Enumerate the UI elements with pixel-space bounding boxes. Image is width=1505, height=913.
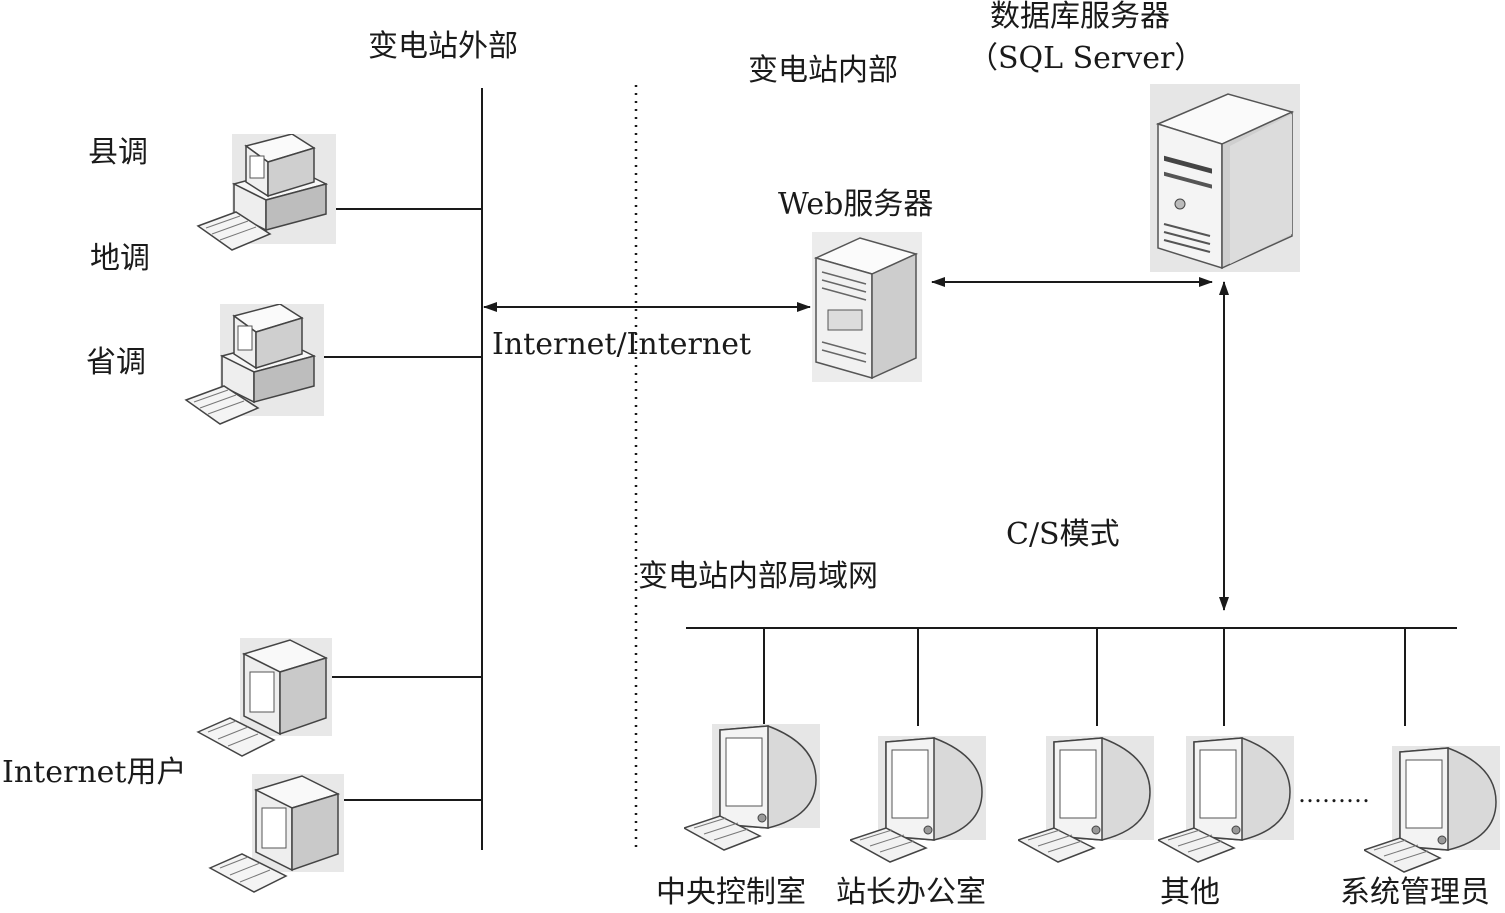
control-room-pc-icon (684, 724, 820, 851)
station-office-pc-icon (850, 736, 986, 863)
internet-user-pc-1-icon (196, 638, 332, 757)
db-server-subtitle: （SQL Server） (968, 41, 1205, 76)
lan-pc-3-icon (1018, 736, 1154, 863)
province-dispatch-label: 省调 (86, 345, 146, 380)
other-label: 其他 (1160, 875, 1220, 910)
internet-link-label: Internet/Internet (492, 327, 752, 362)
db-server-title: 数据库服务器 (990, 0, 1170, 34)
station-office-label: 站长办公室 (836, 875, 986, 910)
web-server-label: Web服务器 (778, 187, 934, 222)
district-dispatch-label: 地调 (90, 241, 150, 276)
other-pc-icon (1158, 736, 1294, 863)
county-dispatch-pc-icon (196, 134, 336, 251)
admin-label: 系统管理员 (1340, 875, 1490, 910)
ellipsis-label: ……… (1298, 780, 1370, 808)
internet-user-pc-2-icon (208, 774, 344, 893)
province-dispatch-pc-icon (184, 304, 324, 425)
zone-outside-label: 变电站外部 (368, 29, 518, 64)
web-server-icon (812, 232, 922, 382)
internet-users-label: Internet用户 (2, 755, 187, 790)
database-server-icon (1150, 84, 1300, 272)
admin-pc-icon (1364, 746, 1500, 873)
zone-inside-label: 变电站内部 (748, 53, 898, 88)
county-dispatch-label: 县调 (88, 135, 148, 170)
lan-label: 变电站内部局域网 (638, 559, 878, 594)
cs-mode-label: C/S模式 (1006, 517, 1120, 552)
control-room-label: 中央控制室 (656, 875, 806, 910)
